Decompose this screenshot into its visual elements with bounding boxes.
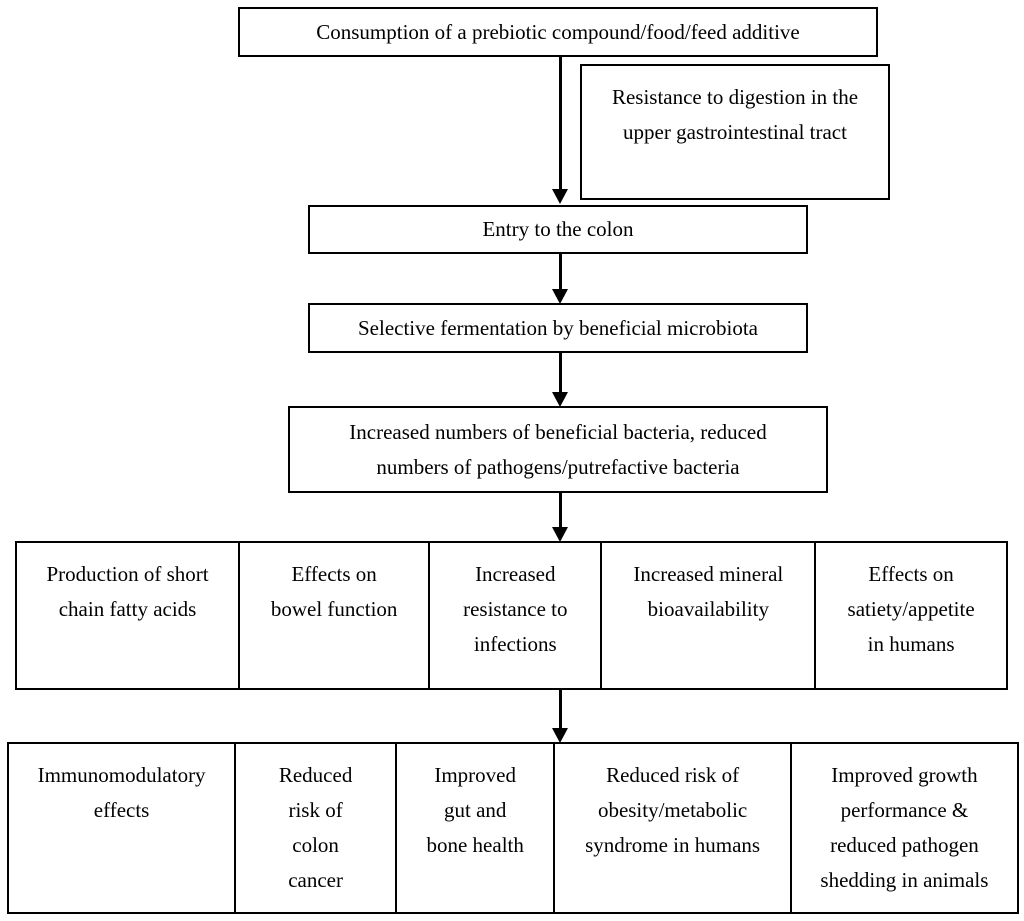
arrow-shaft (559, 57, 562, 189)
node-consumption: Consumption of a prebiotic compound/food… (238, 7, 878, 57)
node-entry-to-colon: Entry to the colon (308, 205, 808, 254)
arrowhead-down-icon (552, 728, 568, 743)
cell-colon-cancer-risk: Reduced risk of colon cancer (236, 744, 398, 912)
cell-immunomodulatory-effects: Immunomodulatory effects (9, 744, 237, 912)
node-resistance-note: Resistance to digestion in the upper gas… (580, 64, 890, 200)
cell-short-chain-fatty-acids: Production of short chain fatty acids (17, 543, 241, 688)
cell-satiety-appetite: Effects on satiety/appetite in humans (847, 562, 975, 656)
effects-row-primary: Production of short chain fatty acids Ef… (15, 541, 1008, 690)
cell-growth-performance-animals: Improved growth performance & reduced pa… (820, 763, 989, 892)
arrowhead-down-icon (552, 392, 568, 407)
cell-mineral-bioavailability: Increased mineral bioavailability (602, 543, 817, 688)
cell-bowel-function: Effects on bowel function (240, 543, 431, 688)
node-selective-fermentation: Selective fermentation by beneficial mic… (308, 303, 808, 353)
cell-resistance-to-infections: Increased resistance to infections (430, 543, 603, 688)
arrowhead-down-icon (552, 189, 568, 204)
arrow-shaft (559, 690, 562, 728)
arrow-shaft (559, 254, 562, 289)
effects-row-secondary: Immunomodulatory effects Reduced risk of… (7, 742, 1019, 914)
arrow-shaft (559, 493, 562, 527)
cell-gut-bone-health: Improved gut and bone health (397, 744, 556, 912)
arrow-shaft (559, 353, 562, 392)
arrowhead-down-icon (552, 527, 568, 542)
cell-obesity-metabolic-syndrome: Reduced risk of obesity/metabolic syndro… (555, 744, 792, 912)
arrowhead-down-icon (552, 289, 568, 304)
node-bacteria-balance: Increased numbers of beneficial bacteria… (288, 406, 828, 493)
